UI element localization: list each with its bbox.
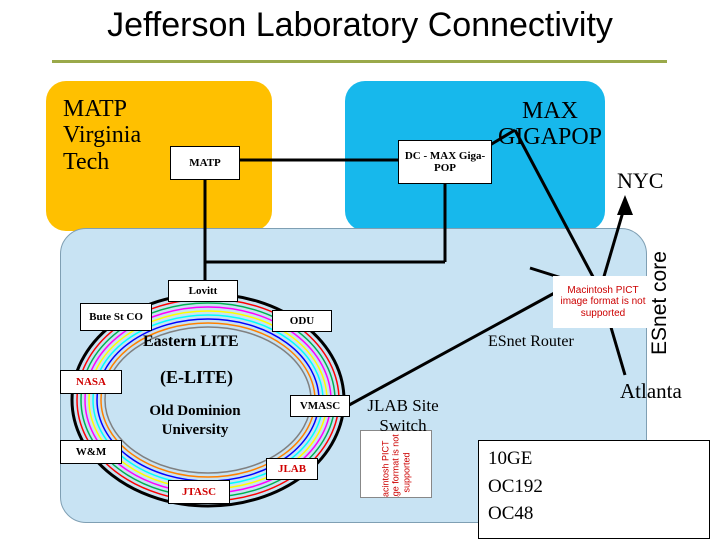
matp-node: MATP bbox=[170, 146, 240, 180]
bute-st-co-node: Bute St CO bbox=[80, 303, 152, 331]
nasa-node: NASA bbox=[60, 370, 122, 394]
title-divider bbox=[52, 60, 667, 63]
jlab-switch-placeholder-text: Macintosh PICT image format is not suppo… bbox=[380, 434, 412, 498]
odu-node: ODU bbox=[272, 310, 332, 332]
eastern-lite-label: Eastern LITE bbox=[143, 333, 239, 350]
link-type-legend bbox=[478, 440, 710, 539]
page-title: Jefferson Laboratory Connectivity bbox=[107, 6, 613, 44]
backbone-links bbox=[203, 128, 627, 412]
wm-node: W&M bbox=[60, 440, 122, 464]
lovitt-node: Lovitt bbox=[168, 280, 238, 302]
dc-max-gigapop-node: DC - MAX Giga-POP bbox=[398, 140, 492, 184]
vmasc-node: VMASC bbox=[290, 395, 350, 417]
max-gigapop-label: MAX GIGAPOP bbox=[497, 98, 602, 151]
legend-item-oc48: OC48 bbox=[488, 503, 534, 524]
atlanta-label: Atlanta bbox=[620, 379, 682, 403]
esnet-core-label: ESnet core bbox=[648, 251, 671, 355]
jlab-site-switch-label: JLAB Site Switch bbox=[367, 396, 439, 436]
legend-item-oc192: OC192 bbox=[488, 476, 543, 497]
jtasc-node: JTASC bbox=[168, 480, 230, 504]
nyc-label: NYC bbox=[617, 168, 664, 193]
jlab-switch-image-placeholder: Macintosh PICT image format is not suppo… bbox=[360, 430, 432, 498]
nyc-arrow-head bbox=[617, 195, 633, 215]
matp-virginia-tech-label: MATP Virginia Tech bbox=[63, 96, 142, 175]
legend-item-10ge: 10GE bbox=[488, 448, 533, 469]
esnet-router-image-placeholder: Macintosh PICT image format is not suppo… bbox=[553, 276, 653, 328]
old-dominion-label: Old Dominion University bbox=[149, 403, 241, 438]
e-lite-label: (E-LITE) bbox=[160, 367, 234, 387]
esnet-router-label: ESnet Router bbox=[488, 333, 574, 350]
jlab-node: JLAB bbox=[266, 458, 318, 480]
